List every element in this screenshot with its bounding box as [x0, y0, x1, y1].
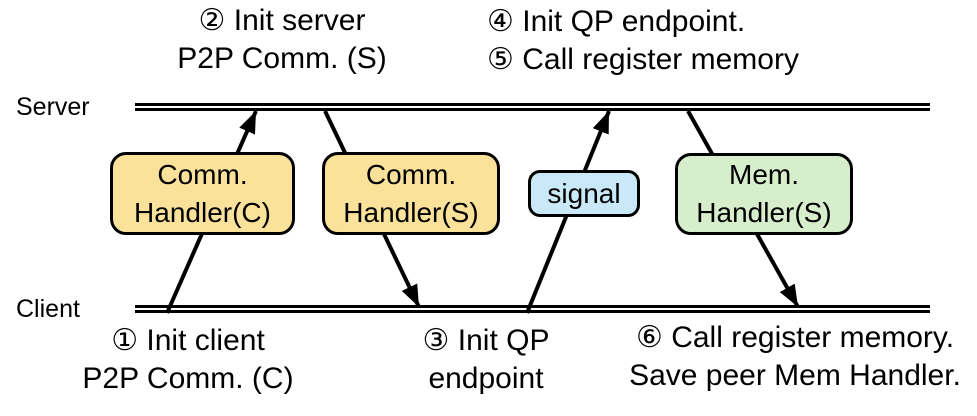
annotation-step3-line2: endpoint [428, 362, 544, 395]
client-label: Client [16, 295, 80, 323]
box-mem-handler-s: Mem. Handler(S) [675, 153, 853, 235]
annotation-step2-line1: ② Init server [198, 4, 366, 37]
box-comm-handler-s: Comm. Handler(S) [322, 152, 500, 235]
server-lifeline [135, 103, 930, 111]
box-comm-handler-c-label-line1: Comm. [157, 158, 248, 190]
annotation-step1-line2: P2P Comm. (C) [82, 362, 294, 395]
box-mem-handler-s-label-line1: Mem. [729, 159, 799, 190]
box-signal: signal [528, 170, 640, 217]
annotation-step6-line2: Save peer Mem Handler. [629, 359, 961, 392]
box-comm-handler-s-label-line1: Comm. [365, 158, 457, 190]
annotation-steps4-5: ④ Init QP endpoint. ⑤ Call register memo… [487, 3, 799, 79]
annotation-step6-line1: ⑥ Call register memory. [635, 321, 955, 354]
annotation-step5-line: ⑤ Call register memory [487, 43, 799, 76]
client-lifeline [135, 305, 930, 313]
box-mem-handler-s-label-line2: Handler(S) [696, 197, 832, 228]
annotation-step2-line2: P2P Comm. (S) [177, 42, 387, 75]
box-comm-handler-c: Comm. Handler(C) [110, 152, 295, 235]
annotation-step3-line1: ③ Init QP [422, 324, 550, 357]
annotation-step3-init-qp: ③ Init QP endpoint [406, 322, 566, 398]
annotation-step1-line1: ① Init client [111, 324, 265, 357]
box-signal-label: signal [547, 177, 621, 209]
annotation-step2-init-server: ② Init server P2P Comm. (S) [140, 2, 424, 78]
annotation-step6-register-memory: ⑥ Call register memory. Save peer Mem Ha… [620, 319, 970, 395]
box-comm-handler-s-label-line2: Handler(S) [343, 196, 479, 228]
server-label: Server [16, 93, 90, 121]
box-comm-handler-c-label-line2: Handler(C) [134, 196, 271, 228]
annotation-step1-init-client: ① Init client P2P Comm. (C) [60, 322, 316, 398]
annotation-step4-line: ④ Init QP endpoint. [487, 5, 746, 38]
